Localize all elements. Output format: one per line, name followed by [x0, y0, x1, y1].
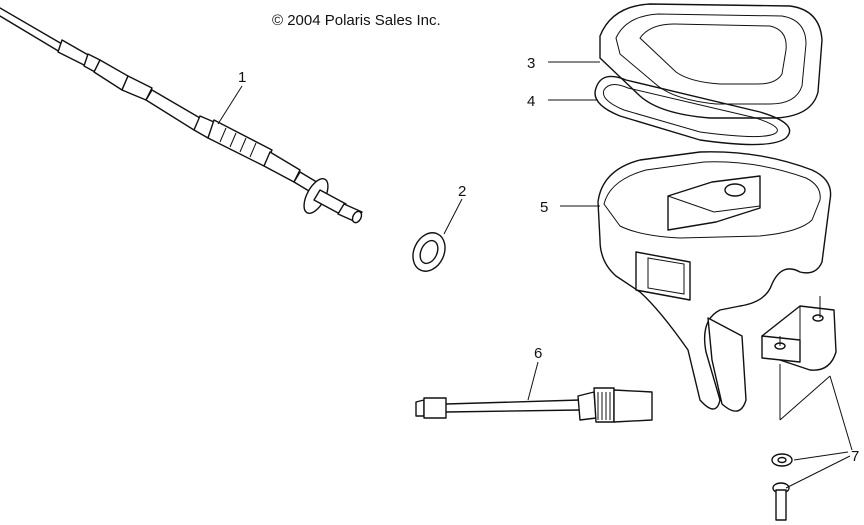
leader-7e	[785, 455, 851, 489]
leader-7c	[829, 375, 853, 451]
part-6-wire-harness	[415, 387, 653, 423]
part-7-clamp-and-fasteners	[761, 296, 837, 521]
callout-2: 2	[458, 183, 466, 200]
leader-7d	[793, 451, 849, 461]
part-4-gasket	[594, 75, 791, 146]
copyright-notice: © 2004 Polaris Sales Inc.	[272, 12, 441, 29]
part-3-cover	[599, 3, 823, 119]
callout-5: 5	[540, 199, 548, 216]
leader-2	[443, 198, 463, 235]
leader-1	[217, 85, 243, 125]
callout-3: 3	[527, 55, 535, 72]
callout-1: 1	[238, 69, 246, 86]
callout-7: 7	[851, 448, 859, 465]
part-2-washer	[412, 232, 446, 272]
callout-6: 6	[534, 345, 542, 362]
leader-6	[527, 361, 539, 401]
part-5-throttle-housing	[597, 151, 832, 412]
leader-7b	[779, 375, 831, 421]
part-1-throttle-cable	[0, 7, 363, 224]
callout-4: 4	[527, 93, 535, 110]
